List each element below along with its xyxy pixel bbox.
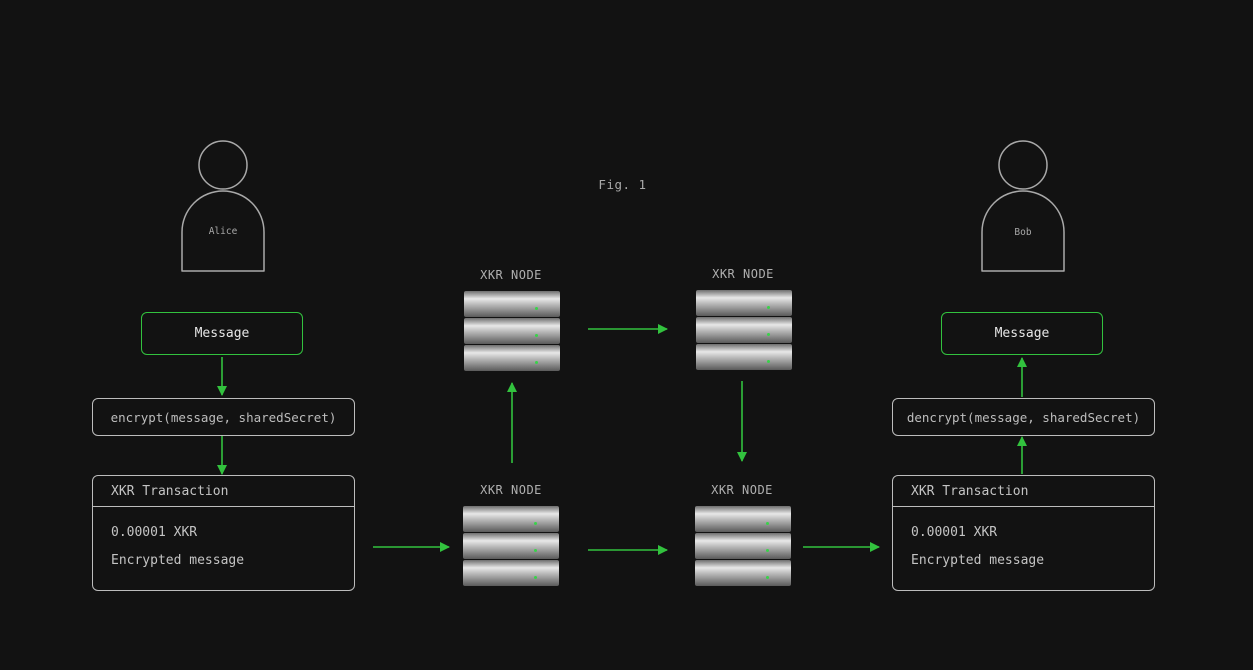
sender-message-box: Message (141, 312, 303, 355)
transaction-amount: 0.00001 XKR (111, 525, 198, 540)
person-name-bob: Bob (1014, 227, 1032, 238)
transaction-amount: 0.00001 XKR (911, 525, 998, 540)
receiver-transaction-box: XKR Transaction 0.00001 XKR Encrypted me… (892, 475, 1155, 591)
server-icon (696, 290, 792, 370)
person-icon-bob (981, 140, 1065, 272)
server-icon (463, 506, 559, 586)
transaction-title: XKR Transaction (93, 476, 354, 507)
node-label-top-left: XKR NODE (480, 268, 542, 282)
server-icon (464, 291, 560, 371)
receiver-message-box: Message (941, 312, 1103, 355)
sender-transaction-box: XKR Transaction 0.00001 XKR Encrypted me… (92, 475, 355, 591)
node-label-top-right: XKR NODE (712, 267, 774, 281)
person-icon-alice (181, 140, 265, 272)
decrypt-function-box: dencrypt(message, sharedSecret) (892, 398, 1155, 436)
person-name-alice: Alice (208, 226, 238, 237)
server-icon (695, 506, 791, 586)
figure-caption: Fig. 1 (598, 177, 647, 192)
node-label-bottom-left: XKR NODE (480, 483, 542, 497)
transaction-payload: Encrypted message (911, 553, 1045, 568)
transaction-payload: Encrypted message (111, 553, 245, 568)
transaction-title: XKR Transaction (893, 476, 1154, 507)
encrypt-function-box: encrypt(message, sharedSecret) (92, 398, 355, 436)
node-label-bottom-right: XKR NODE (711, 483, 773, 497)
